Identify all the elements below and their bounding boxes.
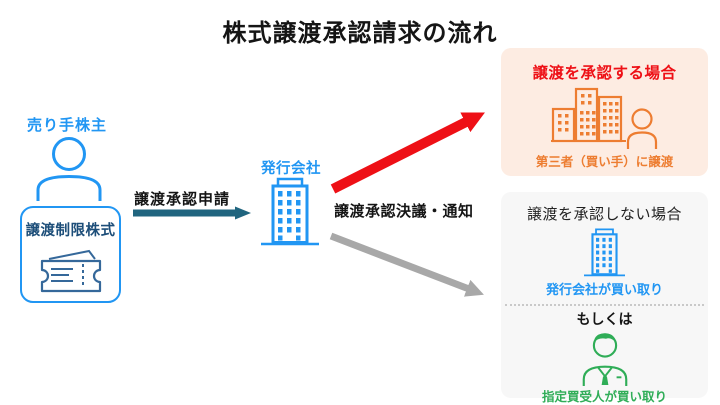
businessman-icon — [582, 333, 627, 386]
reject-case-title: 譲渡を承認しない場合 — [526, 206, 682, 223]
dotted-divider — [505, 304, 704, 306]
restricted-stock-label: 譲渡制限株式 — [25, 223, 116, 239]
approve-case-title: 譲渡を承認する場合 — [532, 65, 677, 82]
seller-label: 売り手株主 — [27, 117, 108, 134]
issuer-label: 発行会社 — [261, 161, 321, 177]
reject-case-box: 譲渡を承認しない場合 発行会社が買い取り もしくは — [501, 192, 708, 404]
arrow-down-right-icon — [329, 232, 484, 297]
branch-arrows — [329, 112, 485, 297]
page-title: 株式譲渡承認請求の流れ — [222, 20, 498, 47]
city-buildings-with-buyer-icon — [550, 87, 657, 149]
decision-label: 譲渡承認決議・通知 — [334, 203, 474, 220]
building-icon — [584, 228, 625, 277]
approve-case-box: 譲渡を承認する場合 — [501, 48, 708, 176]
ticket-icon — [40, 249, 101, 293]
building-icon — [261, 177, 319, 246]
request-label: 譲渡承認申請 — [134, 191, 231, 208]
approve-case-caption: 第三者（買い手）に譲渡 — [535, 155, 674, 169]
arrow-right-icon — [133, 206, 251, 220]
arrow-up-right-icon — [330, 112, 485, 194]
person-icon — [36, 137, 102, 201]
reject-option2-caption: 指定買受人が買い取り — [541, 390, 667, 404]
or-label: もしくは — [576, 311, 633, 327]
restricted-stock-box: 譲渡制限株式 — [20, 206, 121, 303]
reject-option1-caption: 発行会社が買い取り — [545, 282, 663, 297]
